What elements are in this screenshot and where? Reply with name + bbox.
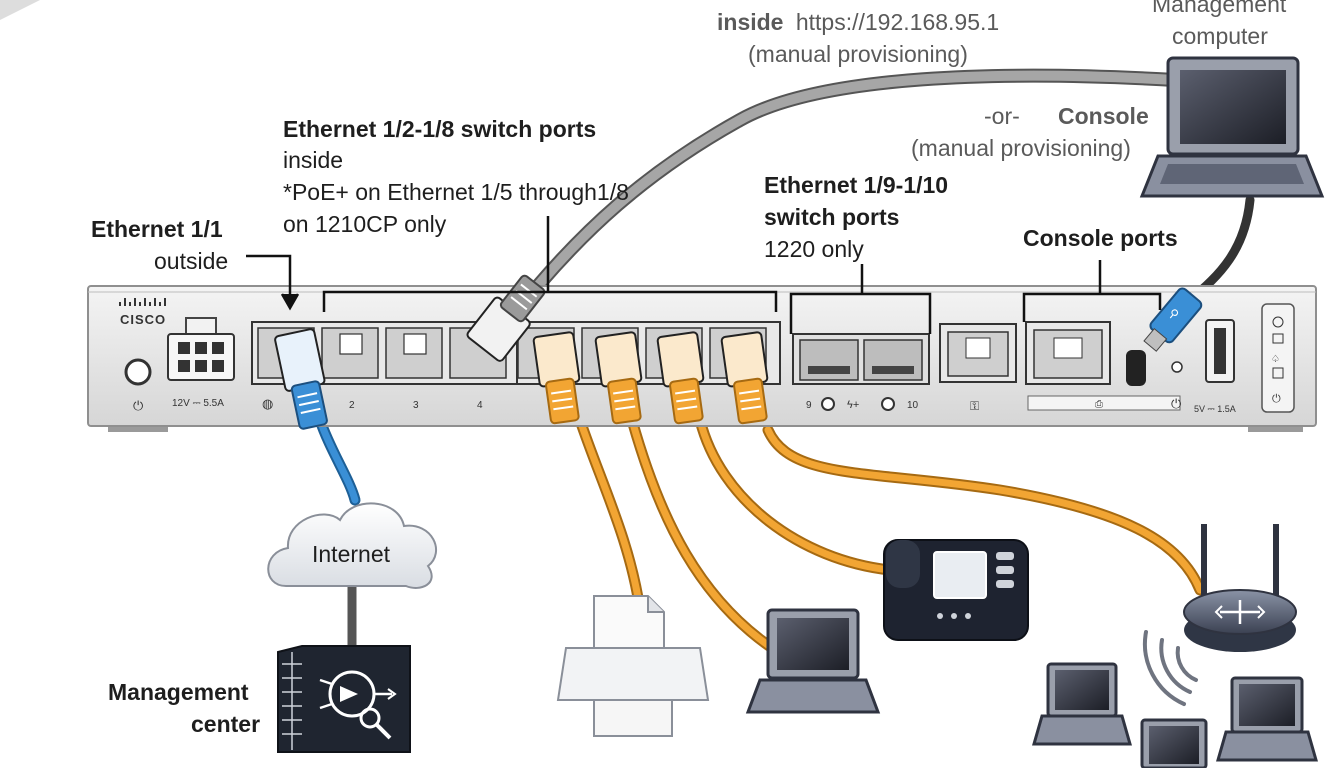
corner-decoration (0, 0, 40, 20)
mini-usb-console-port (1126, 350, 1146, 386)
ip-phone-icon (883, 539, 1029, 641)
eth-1-1-title: Ethernet 1/1 (91, 216, 223, 242)
mgmt-center-label-1: Management (108, 679, 249, 705)
callout-lines (246, 216, 1162, 334)
poe-icon: ϟ+ (847, 399, 859, 411)
eth-switch-l1: inside (283, 147, 343, 173)
console-sub: (manual provisioning) (911, 135, 1131, 161)
gray-plug (466, 274, 546, 362)
brand-text: CISCO (120, 312, 166, 327)
power-button[interactable] (124, 358, 152, 386)
mgmt-computer-label-2: computer (1172, 23, 1268, 49)
console-usb-plug: ⚲ (1143, 287, 1203, 352)
console-label: Console (1058, 103, 1149, 129)
laptop-icon (745, 608, 881, 714)
eth-1-9-sub: 1220 only (764, 236, 864, 262)
wireless-router-icon (1183, 524, 1297, 652)
inside-url-line: inside https://192.168.95.1 (717, 9, 999, 35)
blue-plug (274, 328, 328, 430)
console-icon: ⎙ (1095, 399, 1103, 410)
globe-icon: ◍ (262, 396, 273, 411)
sfp-num-10: 10 (907, 400, 919, 411)
internet-label: Internet (312, 541, 391, 567)
wireless-laptop-middle (1140, 718, 1208, 768)
mgmt-center-label-2: center (191, 711, 260, 737)
console-rj45-port: ⎙ (1025, 321, 1181, 411)
power-icon: ⏻ (133, 398, 143, 413)
management-computer-laptop (1139, 56, 1325, 198)
management-center-icon (277, 645, 411, 753)
internet-cloud (267, 502, 438, 589)
eth-1-1-sub: outside (154, 248, 228, 274)
eth-1-9-title-2: switch ports (764, 204, 899, 230)
or-label: -or- (984, 103, 1020, 129)
eth-switch-l3: on 1210CP only (283, 211, 447, 237)
power-connector (167, 317, 235, 381)
power-rating: 12V ⎓ 5.5A (172, 398, 224, 409)
mgmt-icon: ⚿ (970, 399, 979, 413)
status-led (1171, 361, 1183, 373)
inside-url: https://192.168.95.1 (796, 9, 999, 35)
cisco-logo: CISCO (119, 298, 166, 327)
console-ports-label: Console ports (1023, 225, 1178, 251)
eth-switch-l2: *PoE+ on Ethernet 1/5 through1/8 (283, 179, 629, 205)
panel-power-icon: ⏻ (1272, 393, 1281, 405)
port-num-3: 3 (413, 400, 419, 411)
sfp-led-10 (881, 397, 895, 411)
orange-plugs (532, 331, 769, 425)
orange-cables (574, 414, 1206, 656)
port-num-2: 2 (349, 400, 355, 411)
inside-bold: inside (717, 9, 783, 35)
status-panel: ♤ ⏻ (1261, 303, 1295, 413)
wireless-signal-icon (1142, 630, 1198, 706)
sfp-led-9 (821, 397, 835, 411)
mgmt-port (939, 323, 1017, 383)
sfp-num-9: 9 (806, 400, 812, 411)
power-status-icon: ⏻ (1171, 396, 1181, 411)
sfp-port-block (792, 333, 930, 385)
inside-url-sub: (manual provisioning) (748, 41, 968, 67)
usb-rating: 5V ⎓ 1.5A (1194, 404, 1236, 414)
wireless-laptop-left (1032, 662, 1132, 746)
bell-icon: ♤ (1271, 354, 1280, 365)
eth-1-9-title-1: Ethernet 1/9-1/10 (764, 172, 948, 198)
usb-port (1205, 319, 1235, 383)
wireless-laptop-right (1216, 676, 1318, 762)
mgmt-computer-label-1: Management (1152, 0, 1287, 17)
port-num-4: 4 (477, 400, 483, 411)
printer-icon (556, 595, 710, 737)
eth-switch-title: Ethernet 1/2-1/8 switch ports (283, 116, 596, 142)
